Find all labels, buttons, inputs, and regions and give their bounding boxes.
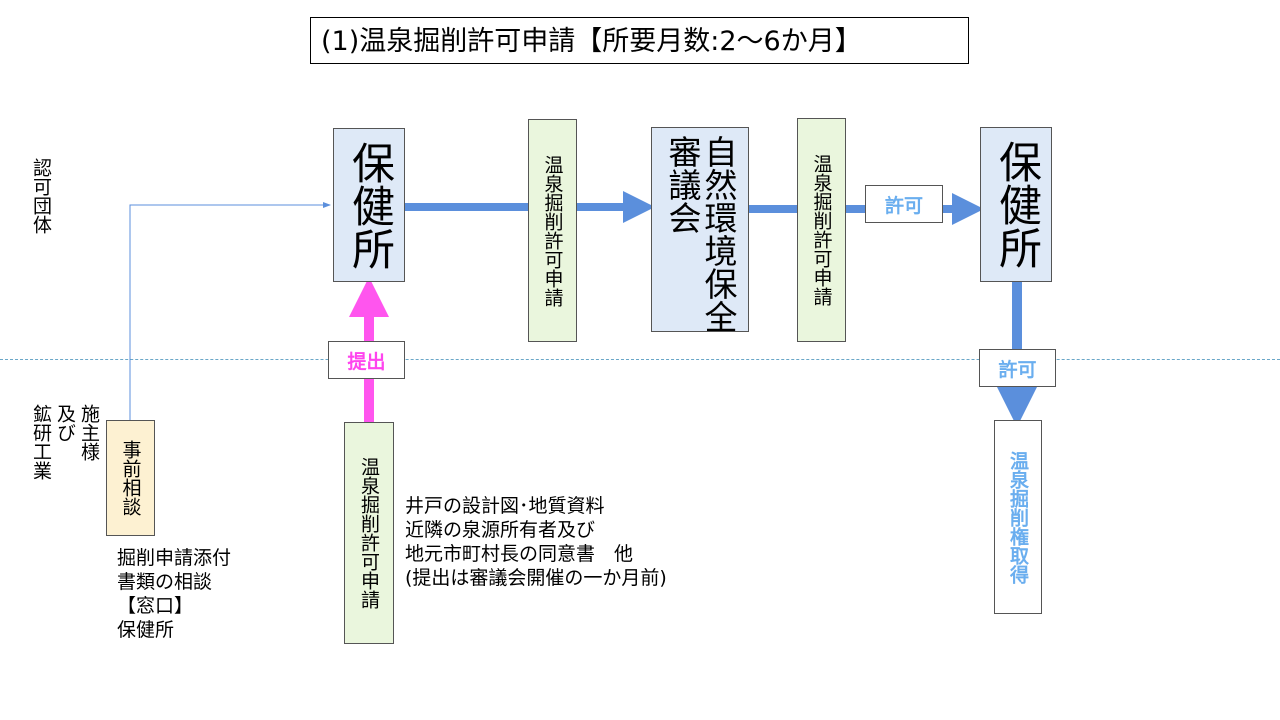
result-box: 温泉掘削権取得 [994,420,1042,614]
permit-1-label: 許可 [884,194,923,217]
permit-tag-2: 許可 [979,349,1056,387]
lane-label-authority: 認可団体 [30,158,52,234]
hokenjo-1-label: 保健所 [344,140,395,270]
consultation-note: 掘削申請添付 書類の相談 【窓口】 保健所 [117,547,232,641]
documents-note: 井戸の設計図･地質資料 近隣の泉源所有者及び 地元市町村長の同意書 他 (提出は… [405,495,667,589]
submit-tag: 提出 [328,341,405,379]
hokenjo-box-2: 保健所 [980,127,1052,282]
consultation-box: 事前相談 [106,420,155,536]
application-box-1: 温泉掘削許可申請 [528,119,577,342]
diagram-title: (1)温泉掘削許可申請【所要月数:2〜6か月】 [310,17,969,64]
result-label: 温泉掘削権取得 [1007,450,1029,584]
application-box-2: 温泉掘削許可申請 [797,118,846,342]
lane-label-client: 施主様及び鉱研工業 [30,404,100,480]
application-1-label: 温泉掘削許可申請 [541,154,564,307]
council-box: 自然環境保全審議会 [651,127,749,333]
application-3-label: 温泉掘削許可申請 [358,457,380,609]
lane-divider [0,359,1280,360]
consultation-label: 事前相談 [119,440,142,516]
permit-2-label: 許可 [998,358,1037,381]
council-label: 自然環境保全審議会 [663,134,738,333]
hokenjo-2-label: 保健所 [991,140,1042,269]
submit-label: 提出 [347,350,386,373]
application-2-label: 温泉掘削許可申請 [810,154,833,306]
hokenjo-box-1: 保健所 [333,128,405,282]
application-box-3: 温泉掘削許可申請 [344,422,394,644]
consult-connector-arrow [129,202,331,420]
permit-tag-1: 許可 [865,185,943,223]
